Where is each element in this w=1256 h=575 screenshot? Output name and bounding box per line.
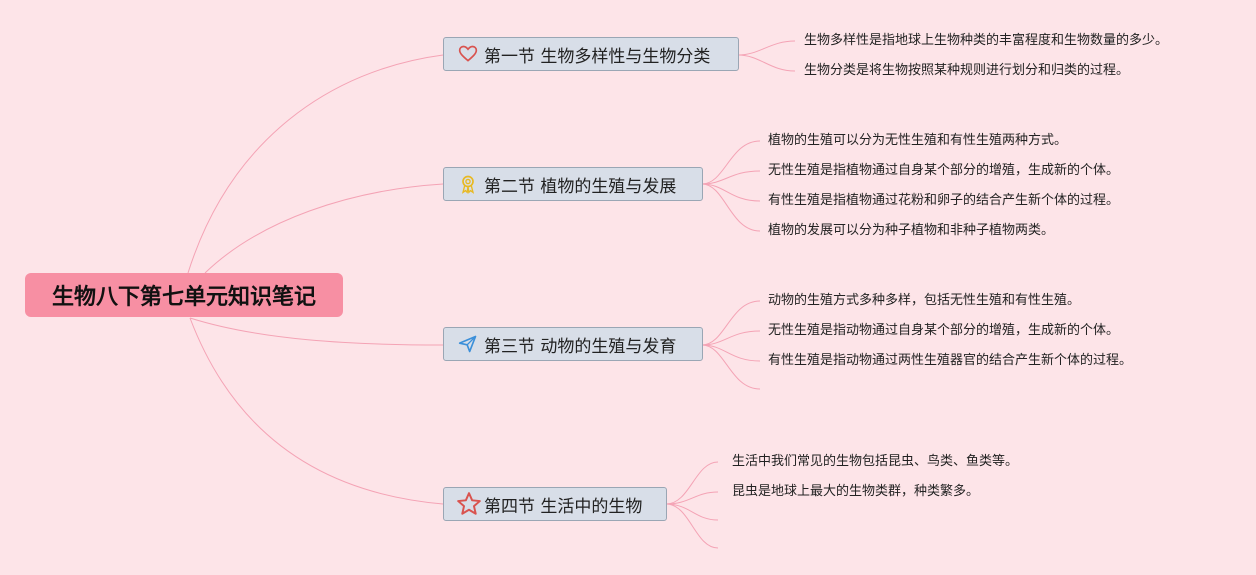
paper-plane-icon [458,334,478,354]
note-2-4: 植物的发展可以分为种子植物和非种子植物两类。 [768,223,1055,238]
section-title: 第三节 动物的生殖与发育 [484,336,677,357]
section-3-topic[interactable]: 第三节 动物的生殖与发育 [443,327,703,361]
note-3-2: 无性生殖是指动物通过自身某个部分的增殖，生成新的个体。 [768,323,1120,338]
note-2-3: 有性生殖是指植物通过花粉和卵子的结合产生新个体的过程。 [768,193,1120,208]
note-1-2: 生物分类是将生物按照某种规则进行划分和归类的过程。 [804,63,1130,78]
award-ribbon-icon [458,174,478,194]
section-4-topic[interactable]: 第四节 生活中的生物 [443,487,667,521]
note-1-1: 生物多样性是指地球上生物种类的丰富程度和生物数量的多少。 [804,33,1169,48]
section-1-topic[interactable]: 第一节 生物多样性与生物分类 [443,37,739,71]
heart-icon [458,44,478,64]
section-2-topic[interactable]: 第二节 植物的生殖与发展 [443,167,703,201]
note-3-3: 有性生殖是指动物通过两性生殖器官的结合产生新个体的过程。 [768,353,1133,368]
section-title: 第四节 生活中的生物 [484,496,643,517]
root-topic[interactable]: 生物八下第七单元知识笔记 [25,273,343,317]
note-2-1: 植物的生殖可以分为无性生殖和有性生殖两种方式。 [768,133,1068,148]
root-title: 生物八下第七单元知识笔记 [51,285,316,310]
section-title: 第二节 植物的生殖与发展 [484,176,677,197]
star-icon [456,491,482,517]
note-4-2: 昆虫是地球上最大的生物类群，种类繁多。 [732,484,980,499]
note-4-1: 生活中我们常见的生物包括昆虫、鸟类、鱼类等。 [732,454,1019,469]
note-3-1: 动物的生殖方式多种多样，包括无性生殖和有性生殖。 [768,293,1081,308]
note-2-2: 无性生殖是指植物通过自身某个部分的增殖，生成新的个体。 [768,163,1120,178]
section-title: 第一节 生物多样性与生物分类 [484,46,711,67]
